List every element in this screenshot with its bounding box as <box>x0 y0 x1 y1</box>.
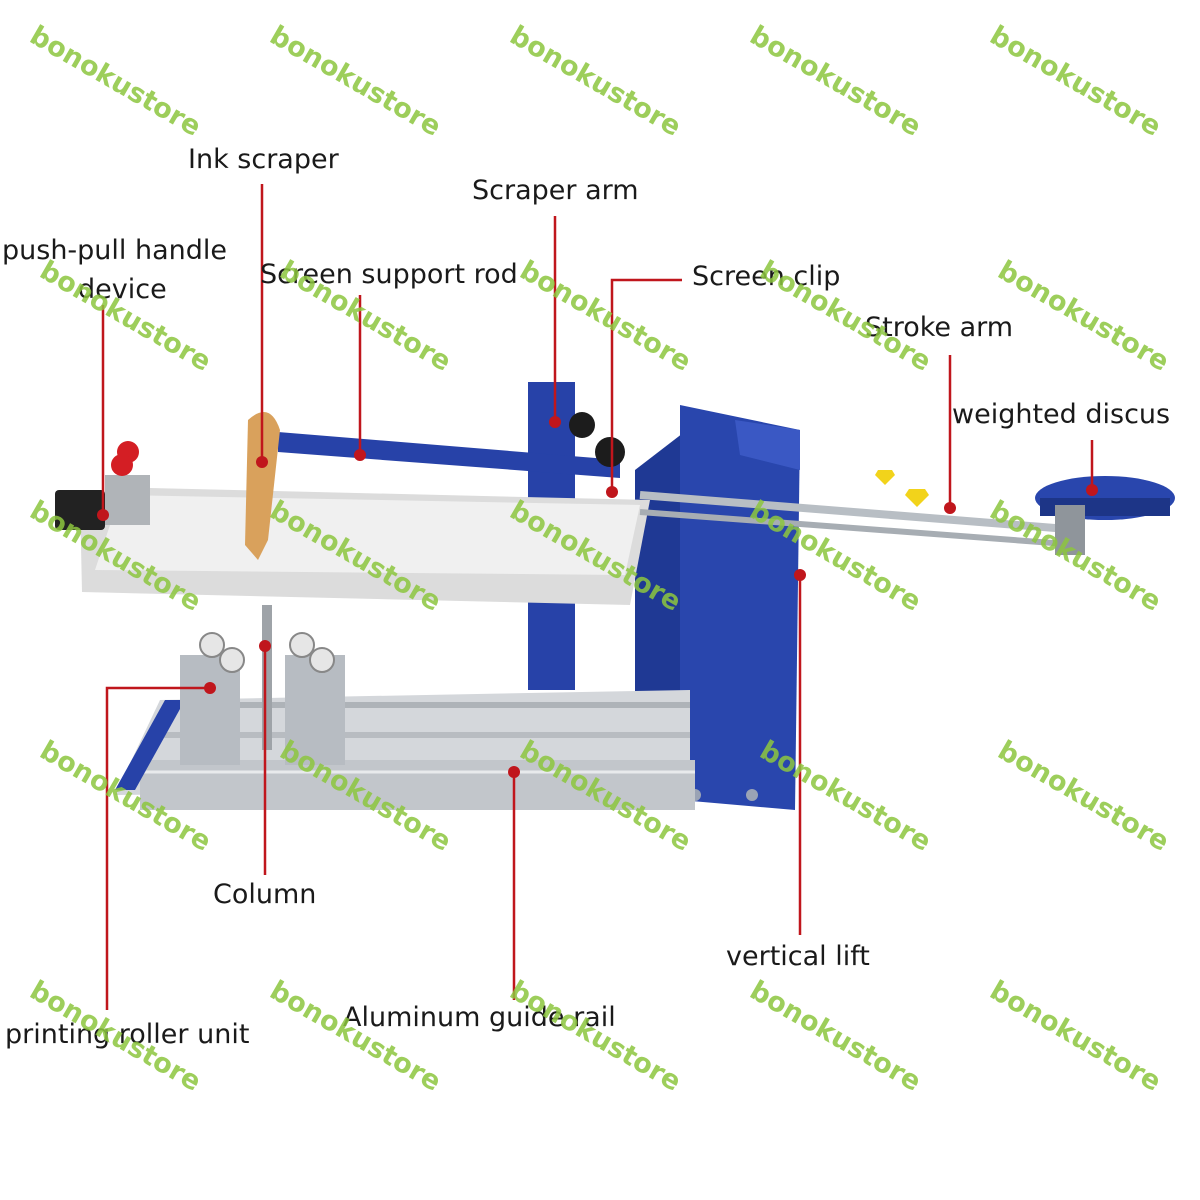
rail-end-bracket <box>115 700 185 790</box>
push-pull-knob <box>111 454 133 476</box>
roller-wheel <box>219 647 245 673</box>
screen-clip-knob <box>595 437 625 467</box>
roller-carriage-left <box>180 655 240 765</box>
push-pull-grip <box>55 490 105 530</box>
label-screen-support-rod: Screen support rod <box>260 259 518 290</box>
roller-wheel <box>289 632 315 658</box>
label-weighted-discus: weighted discus <box>952 399 1171 430</box>
roller-wheel <box>199 632 225 658</box>
label-screen-clip: Screen clip <box>692 261 841 292</box>
screen-tray-inner <box>95 495 640 575</box>
screen-support-rod-bar <box>278 432 620 478</box>
vertical-lift-housing <box>680 405 800 810</box>
housing-bolt <box>746 789 758 801</box>
scraper-arm-knob <box>569 412 595 438</box>
wing-nut-icon <box>905 489 929 507</box>
push-pull-bracket <box>105 475 150 525</box>
housing-top <box>735 420 800 470</box>
roller-wheel <box>309 647 335 673</box>
label-push-pull-line2: device <box>78 274 167 305</box>
label-push-pull-line1: push-pull handle <box>2 235 228 266</box>
label-stroke-arm: Stroke arm <box>865 312 1014 343</box>
label-ink-scraper: Ink scraper <box>188 144 339 175</box>
stroke-arm-rod-lower <box>639 509 1081 548</box>
label-column: Column <box>213 879 317 910</box>
roller-carriage-right <box>285 655 345 765</box>
label-aluminum-guide-rail: Aluminum guide rail <box>343 1002 616 1033</box>
leader-lines <box>101 184 1094 1010</box>
discus-mount <box>1055 505 1085 555</box>
leader-dots <box>97 416 1098 778</box>
stroke-arm-rod <box>639 491 1081 534</box>
label-printing-roller-unit: printing roller unit <box>5 1019 250 1050</box>
ink-scraper-handle <box>245 412 280 560</box>
label-vertical-lift: vertical lift <box>726 941 870 972</box>
column-post <box>262 605 272 750</box>
wing-nut-icon <box>875 470 895 485</box>
aluminum-guide-rail <box>140 760 695 810</box>
label-scraper-arm: Scraper arm <box>472 175 639 206</box>
